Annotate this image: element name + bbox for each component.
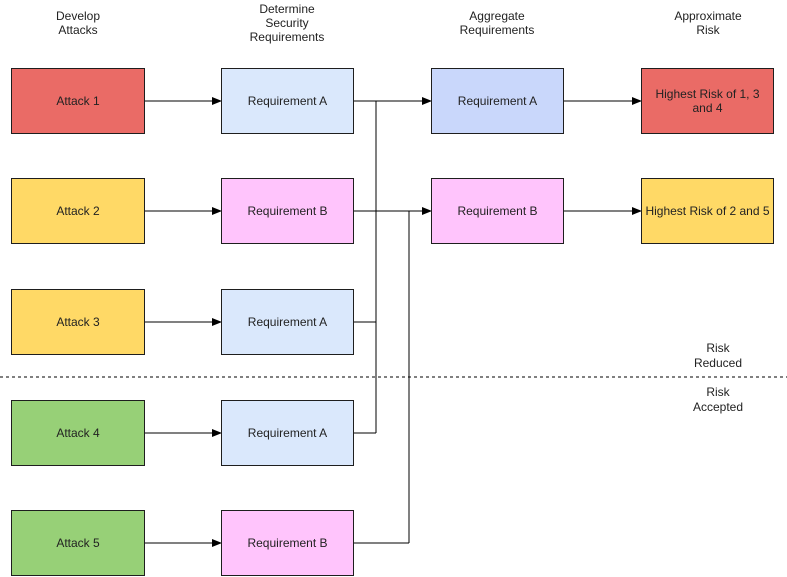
requirement-1-box: Requirement A	[221, 68, 354, 134]
header-approximate-risk: Approximate Risk	[674, 9, 742, 37]
requirement-4-box: Requirement A	[221, 400, 354, 466]
requirement-5-box: Requirement B	[221, 510, 354, 576]
aggregate-requirement-b-box: Requirement B	[431, 178, 564, 244]
attack-3-box: Attack 3	[11, 289, 145, 355]
attack-5-box: Attack 5	[11, 510, 145, 576]
requirement-3-box: Requirement A	[221, 289, 354, 355]
attack-4-box: Attack 4	[11, 400, 145, 466]
risk-accepted-label: Risk Accepted	[692, 385, 744, 414]
aggregate-requirement-a-box: Requirement A	[431, 68, 564, 134]
header-develop-attacks: Develop Attacks	[55, 9, 101, 37]
header-aggregate-requirements: Aggregate Requirements	[459, 9, 535, 37]
requirement-2-box: Requirement B	[221, 178, 354, 244]
header-security-requirements: Determine Security Requirements	[249, 2, 325, 44]
risk-1-box: Highest Risk of 1, 3 and 4	[641, 68, 774, 134]
risk-2-box: Highest Risk of 2 and 5	[641, 178, 774, 244]
attack-1-box: Attack 1	[11, 68, 145, 134]
risk-reduced-label: Risk Reduced	[693, 341, 743, 370]
attack-2-box: Attack 2	[11, 178, 145, 244]
